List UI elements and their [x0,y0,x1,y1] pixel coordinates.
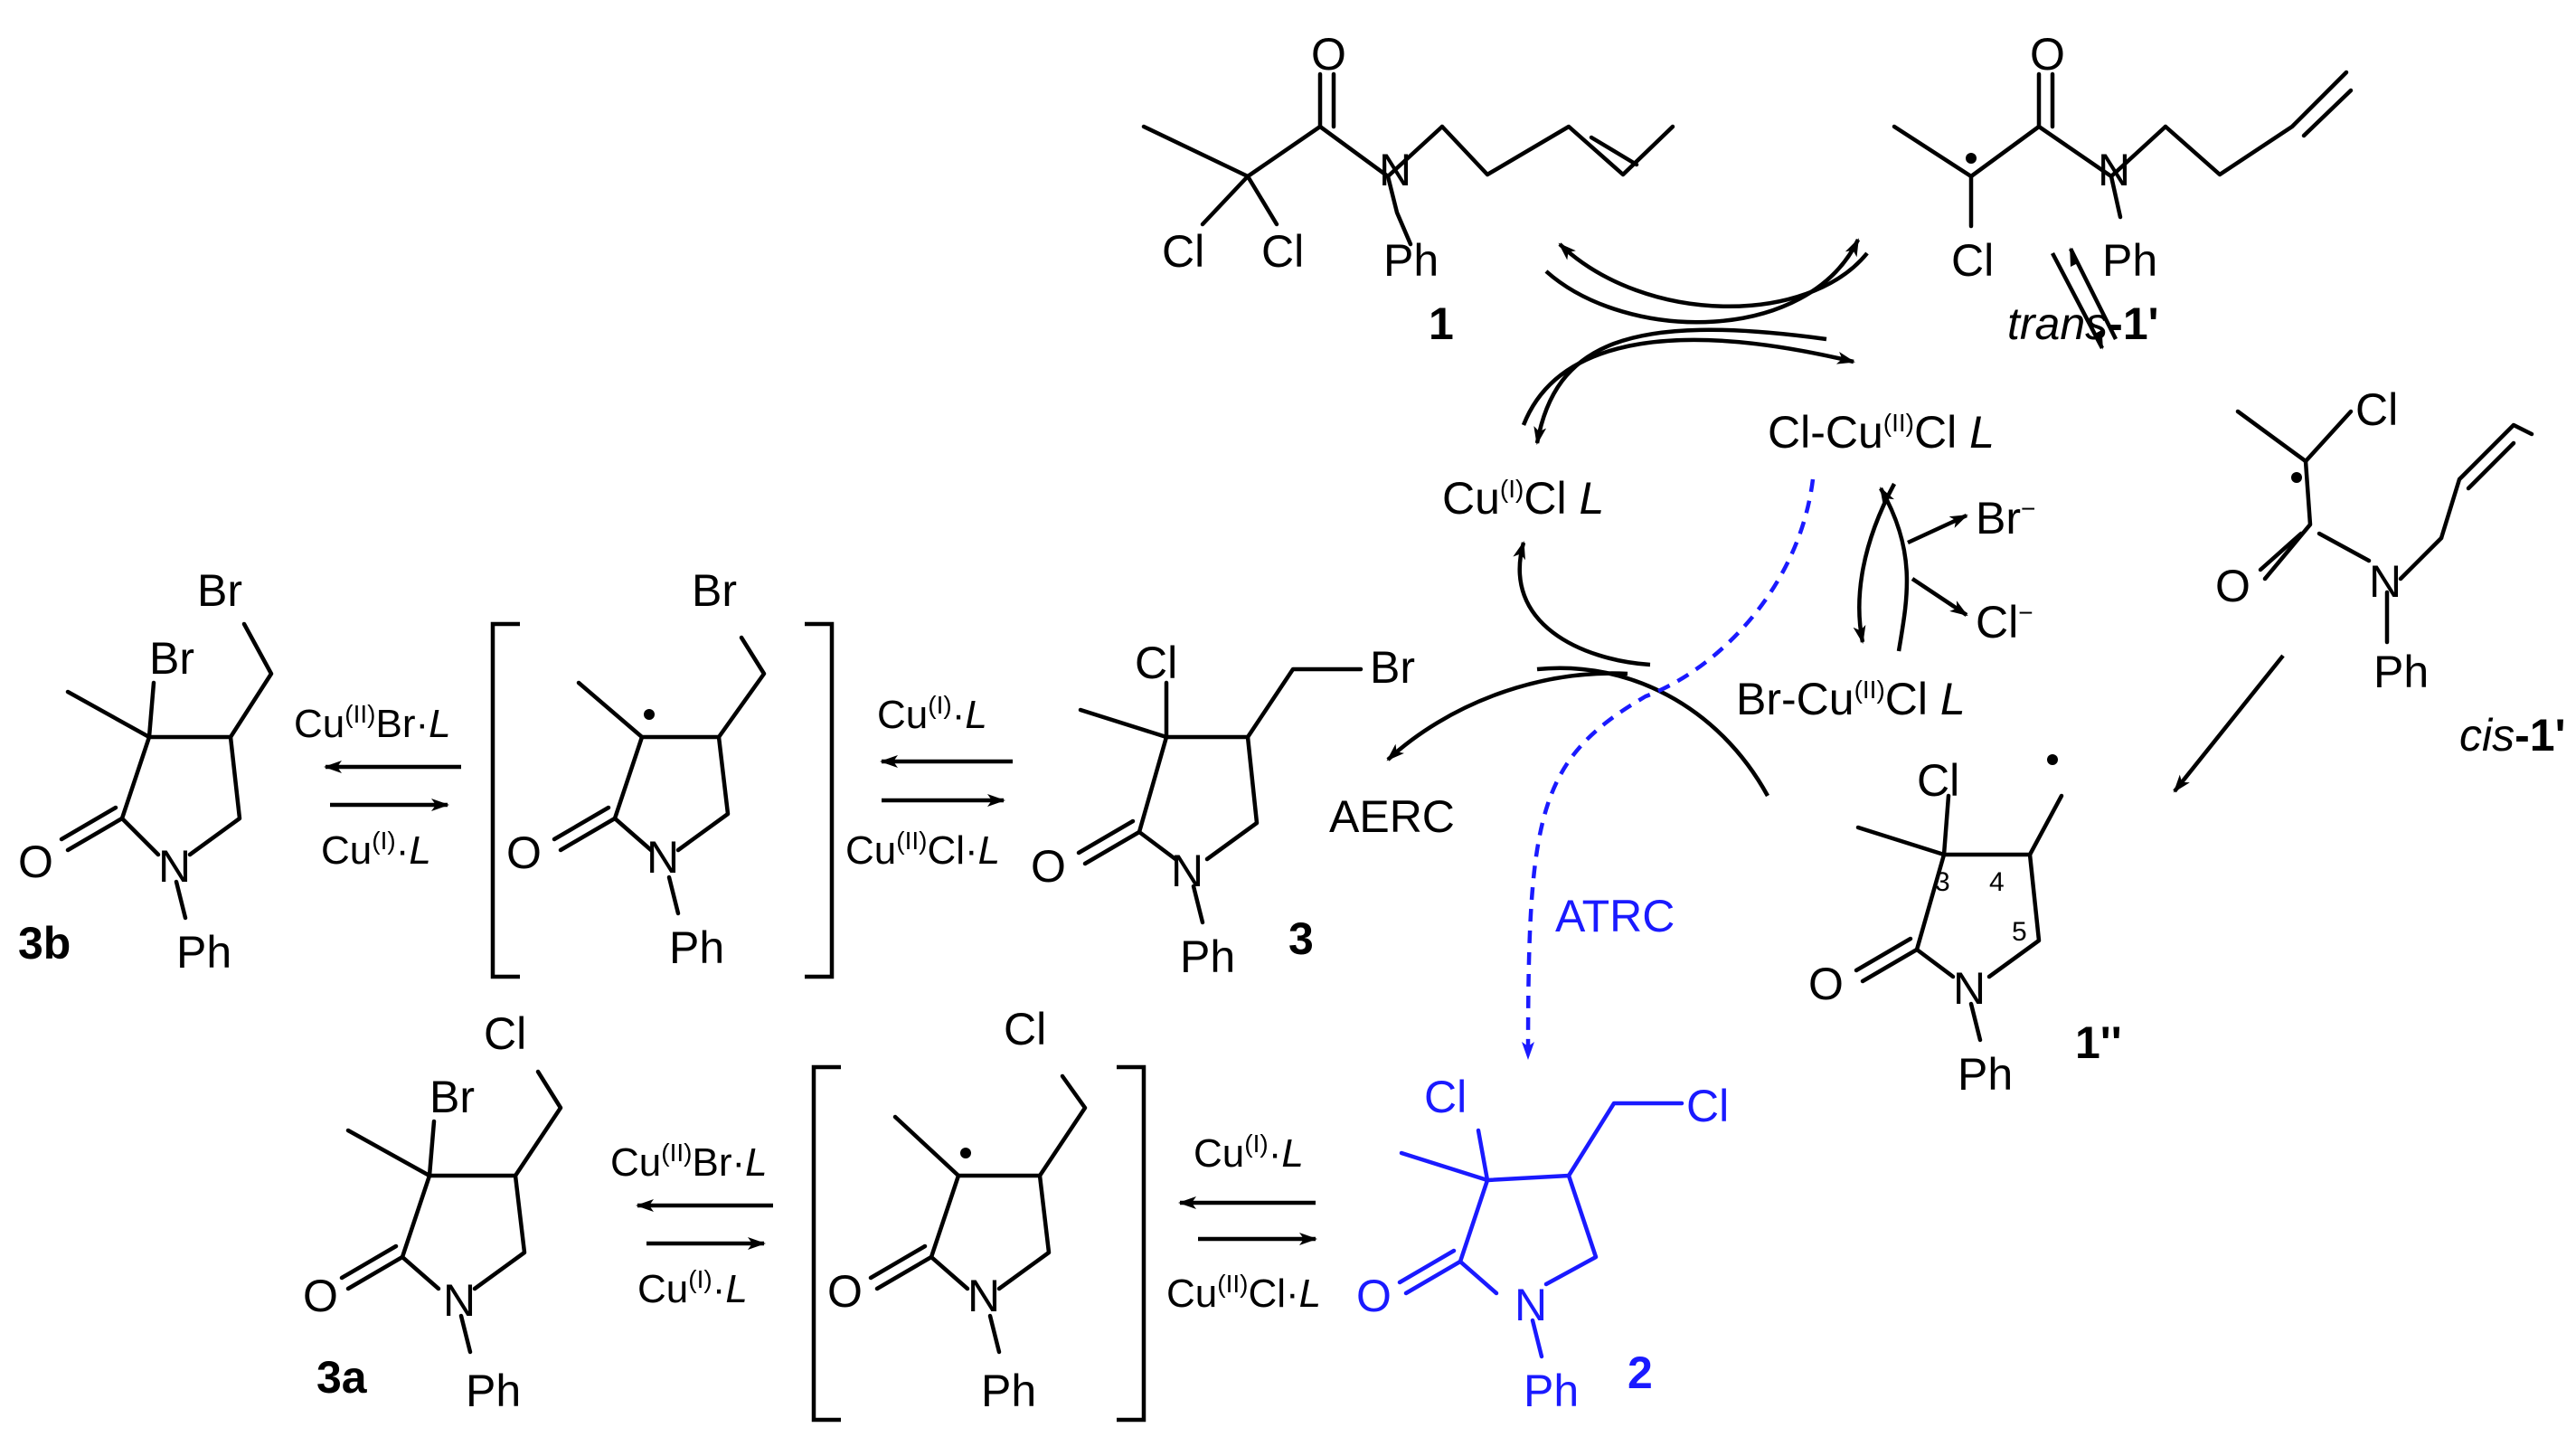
oxygen-label: O [18,837,53,887]
cu2-bromide-complex: Br-Cu(II)Cl L [1736,674,1966,724]
compound-1-double-prime: Cl O N Ph 3 4 5 1'' [1808,754,2122,1100]
cu2-chloride-reagent: Cu(II)Cl·L [1166,1270,1321,1316]
radical-dot [1966,153,1977,164]
chloro-label: Cl [1135,638,1177,688]
compound-3b-label: 3b [18,918,71,969]
compound-2-label: 2 [1628,1347,1653,1398]
oxygen-label: O [303,1271,338,1321]
nitrogen-label: N [2098,145,2130,195]
nitrogen-label: N [1171,846,1203,896]
chloro-label: Cl [1162,226,1204,277]
phenyl-label: Ph [1524,1366,1579,1416]
compound-3: Cl Br O N Ph 3 [1031,638,1415,982]
compound-trans-1prime: O N Ph Cl trans-1' [1892,29,2354,349]
equilibrium-top-right: Cu(I)·L Cu(II)Cl·L [845,691,1013,873]
oxygen-label: O [1808,959,1844,1009]
nitrogen-label: N [1953,963,1986,1014]
chloro-label: Cl [1424,1072,1467,1122]
ring-position-3: 3 [1935,867,1950,897]
bromo-label: Br [1370,642,1415,693]
nitrogen-label: N [1379,145,1411,195]
radical-dot [2291,472,2302,483]
compound-trans-label: trans-1' [2007,298,2159,349]
phenyl-label: Ph [1383,235,1439,286]
phenyl-label: Ph [1958,1049,2013,1100]
radical-dot [960,1148,971,1158]
nitrogen-label: N [2369,556,2401,607]
bromide-ion: Br− [1976,493,2035,544]
nitrogen-label: N [158,841,191,892]
oxygen-label: O [2215,561,2250,611]
cu1-reagent: Cu(I)·L [321,827,431,873]
chloro-label: Cl [1951,235,1994,286]
oxygen-label: O [506,827,542,878]
chloro-label: Cl [484,1008,526,1059]
aerc-label: AERC [1329,791,1455,842]
nitrogen-label: N [443,1275,476,1326]
atrc-label: ATRC [1555,891,1675,941]
compound-1: O N Ph Cl Cl 1 [1141,29,1675,349]
phenyl-label: Ph [2102,235,2157,286]
cu1-reagent: Cu(I)·L [1194,1130,1304,1176]
radical-intermediate-top: Br O N Ph [490,565,835,979]
cu2-chloride-reagent: Cu(II)Cl·L [845,827,1000,873]
compound-cis-1prime: Cl O N Ph cis-1' [2215,384,2565,761]
equilibrium-top-left: Cu(II)Br·L Cu(I)·L [294,700,461,873]
cu2-chloride-complex: Cl-Cu(II)Cl L [1768,407,1995,458]
atrc-pathway: ATRC [1522,478,1816,1060]
cu1-reagent: Cu(I)·L [877,691,987,737]
ring-position-5: 5 [2012,917,2027,947]
chloro-label: Cl [1004,1004,1046,1054]
phenyl-label: Ph [981,1366,1036,1416]
compound-3a-label: 3a [316,1352,368,1403]
cu2-bromide-reagent: Cu(II)Br·L [610,1139,768,1185]
chloro-label: Cl [1686,1081,1729,1131]
nitrogen-label: N [646,832,679,883]
phenyl-label: Ph [176,927,231,978]
equilibrium-bottom-left: Cu(II)Br·L Cu(I)·L [610,1139,773,1311]
equilibrium-bottom-right: Cu(I)·L Cu(II)Cl·L [1166,1130,1321,1316]
compound-2: Cl Cl O N Ph 2 [1356,1072,1729,1416]
oxygen-label: O [2030,29,2065,80]
compound-3a: Br Cl O N Ph 3a [303,1008,563,1416]
bromo-label: Br [197,565,242,616]
cu1-reagent: Cu(I)·L [637,1265,748,1311]
oxygen-label: O [827,1266,863,1317]
chloro-label: Cl [1917,755,1959,806]
oxygen-label: O [1356,1271,1392,1321]
phenyl-label: Ph [2373,647,2429,697]
radical-intermediate-bottom: Cl O N Ph [811,1004,1146,1423]
cu1-catalyst: Cu(I)Cl L [1442,473,1604,524]
chloro-label: Cl [2355,384,2398,435]
cu2-bromide-reagent: Cu(II)Br·L [294,700,451,746]
radical-dot [2047,754,2058,765]
compound-1pp-label: 1'' [2075,1017,2122,1068]
oxygen-label: O [1311,29,1346,80]
chloride-ion: Cl− [1976,597,2033,648]
nitrogen-label: N [967,1271,1000,1321]
nitrogen-label: N [1514,1280,1547,1330]
bromo-label: Br [149,633,194,684]
radical-dot [644,709,655,720]
bromo-label: Br [429,1072,475,1122]
phenyl-label: Ph [466,1366,521,1416]
compound-3-label: 3 [1288,913,1314,964]
catalytic-cycle: Cu(I)Cl L Cl-Cu(II)Cl L Br-Cu(II)Cl L Br… [1329,238,2285,842]
ring-position-4: 4 [1989,867,2005,897]
compound-1-label: 1 [1429,298,1454,349]
compound-cis-label: cis-1' [2459,710,2565,761]
phenyl-label: Ph [1180,931,1235,982]
phenyl-label: Ph [669,922,724,973]
chloro-label: Cl [1261,226,1304,277]
oxygen-label: O [1031,841,1066,892]
bromo-label: Br [692,565,737,616]
compound-3b: Br Br O N Ph 3b [18,565,274,978]
